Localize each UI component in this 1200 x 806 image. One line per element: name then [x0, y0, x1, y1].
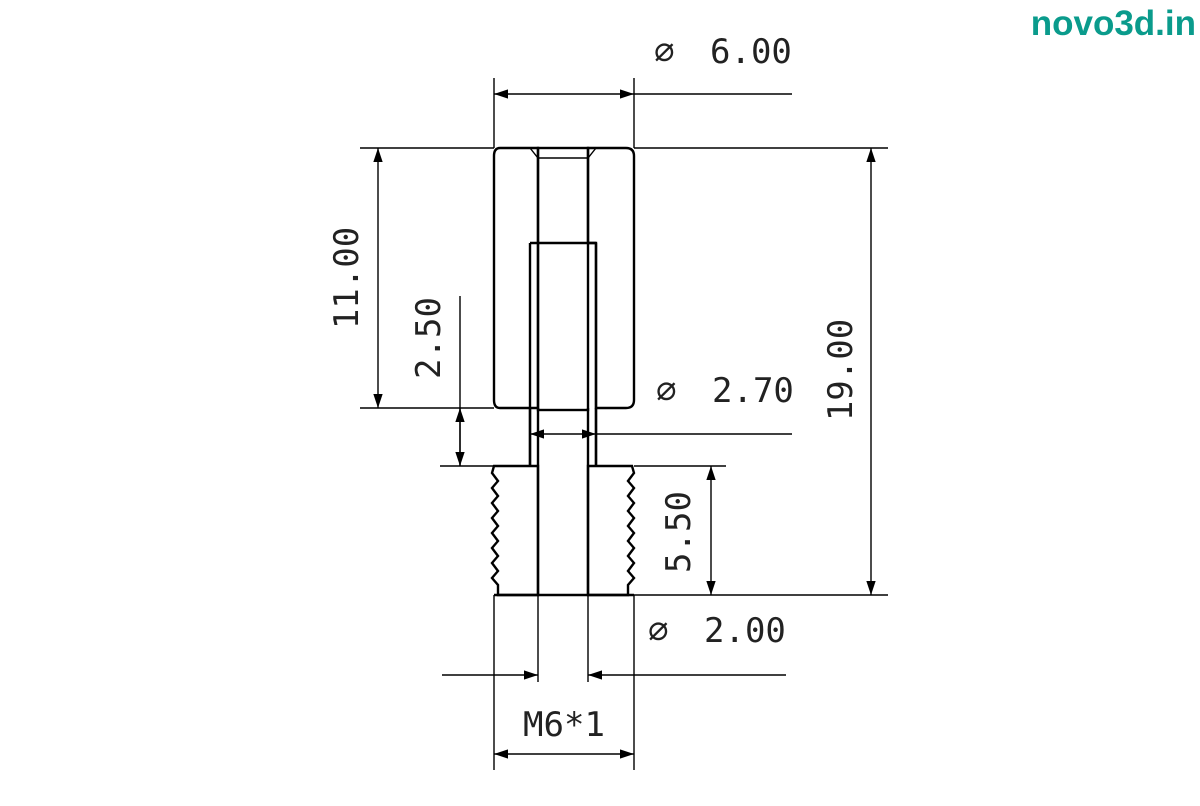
upper-length-label: 11.00: [327, 227, 367, 329]
thread-right: [586, 464, 636, 597]
upper-wall-left: [492, 146, 540, 410]
dim-neck-length: 2.50: [409, 296, 530, 467]
bore-bottom-label: 2.00: [704, 611, 786, 651]
total-length-label: 19.00: [821, 319, 861, 421]
bore-top: [536, 146, 590, 412]
brand-watermark: novo3d.in: [1030, 4, 1196, 43]
dim-thread-spec: M6*1: [493, 595, 635, 770]
heatbreak-body: [490, 146, 636, 597]
dim-total-length: 19.00: [634, 147, 888, 596]
bore-top-label: 2.70: [712, 371, 794, 411]
thread-spec-label: M6*1: [523, 705, 605, 745]
dim-bore-bottom: ∅ 2.00: [442, 595, 786, 682]
dim-outer-diameter: ∅ 6.00: [493, 32, 792, 148]
dim-upper-length: 11.00: [327, 147, 494, 409]
dim-thread-length: 5.50: [634, 465, 726, 595]
dia-symbol-27: ∅: [656, 371, 676, 411]
outer-diameter-label: 6.00: [710, 32, 792, 72]
neck-length-label: 2.50: [409, 297, 449, 379]
dim-bore-top: ∅ 2.70: [530, 371, 794, 439]
dia-symbol-2: ∅: [648, 611, 668, 651]
thread-left: [490, 464, 540, 597]
dia-symbol-6: ∅: [654, 32, 674, 72]
upper-wall-right: [586, 146, 636, 410]
thread-length-label: 5.50: [659, 491, 699, 573]
